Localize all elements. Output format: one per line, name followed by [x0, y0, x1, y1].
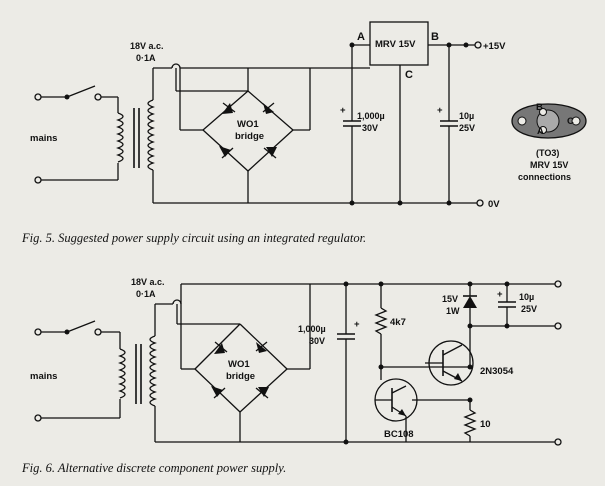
fig5-pkg-pin-a: A	[537, 126, 544, 137]
fig5-diagram: mains 18V a.c. 0·1A	[21, 21, 587, 245]
fig6-diode-4	[258, 387, 269, 397]
fig6-transistor2-label: BC108	[384, 429, 414, 440]
fig6-cap1-value: 1,000µ	[298, 324, 326, 334]
fig6-transistor1-label: 2N3054	[480, 366, 514, 377]
fig5-diode-3	[219, 146, 231, 157]
fig6-transformer: 18V a.c. 0·1A	[118, 277, 165, 442]
fig6-resistor1-label: 4k7	[390, 317, 406, 328]
fig5-cap1-plus: +	[340, 105, 346, 116]
fig6-diode-2	[256, 342, 267, 353]
fig6-cap2-value: 10µ	[519, 292, 534, 302]
fig5-switch-blade	[66, 85, 96, 98]
fig5-output-zero-label: 0V	[488, 199, 500, 210]
fig6-zener-voltage: 15V	[442, 294, 458, 304]
fig5-pin-c: C	[405, 69, 413, 81]
fig5-pin-b: B	[431, 31, 439, 43]
fig5-transformer-rating-volts: 18V a.c.	[130, 41, 164, 51]
fig6-mains-terminal-top	[34, 328, 42, 336]
fig6-resistor2-label: 10	[480, 419, 491, 430]
fig5-output-pos-terminal	[474, 41, 482, 49]
fig6-cap2-plus: +	[497, 289, 503, 300]
fig5-cap2-plus: +	[437, 105, 443, 116]
fig5-regulator-box	[369, 21, 429, 66]
fig6-transistor-2n3054: 2N3054	[425, 340, 514, 386]
fig6-cap2-voltage: 25V	[521, 304, 537, 314]
fig6-bridge-name: WO1	[228, 359, 250, 370]
fig5-pkg-label-3: connections	[518, 172, 571, 182]
fig5-output-zero-terminal	[476, 199, 484, 207]
fig5-diode-1	[222, 103, 233, 114]
fig6-diode-3	[211, 386, 223, 397]
fig5-diode-2	[263, 103, 274, 114]
fig5-capacitor-2: + 10µ 25V	[437, 42, 475, 206]
fig6-resistor-10: 10	[412, 397, 491, 442]
fig6-zener-power: 1W	[446, 306, 460, 316]
fig6-diagram: mains 18V a.c. 0·1A	[21, 277, 562, 475]
fig5-pkg-pin-c: C	[567, 116, 574, 127]
fig5-pkg-pin-b: B	[536, 102, 543, 113]
fig5-capacitor-1: + 1,000µ 30V	[340, 42, 385, 206]
fig5-mains-terminal-bottom	[34, 176, 42, 184]
fig6-zener-diode: 15V 1W	[442, 281, 477, 370]
fig5-mains-terminal-top	[34, 93, 42, 101]
fig6-mains-terminal-bottom	[34, 414, 42, 422]
fig5-transformer-rating-amps: 0·1A	[136, 53, 156, 63]
fig6-output-top-terminal	[554, 280, 562, 288]
fig6-cap1-voltage: 30V	[309, 336, 325, 346]
fig5-regulator-name: MRV 15V	[375, 39, 416, 50]
fig5-caption: Fig. 5. Suggested power supply circuit u…	[21, 231, 366, 245]
fig6-mains-label: mains	[30, 371, 57, 382]
fig5-bridge-rectifier: WO1 bridge	[202, 68, 311, 203]
fig6-bridge-sub: bridge	[226, 371, 255, 382]
fig6-capacitor-1: + 1,000µ 30V	[298, 281, 360, 445]
fig6-output-mid-terminal	[554, 322, 562, 330]
fig5-pkg-label-1: (TO3)	[536, 148, 559, 158]
fig6-transformer-rating-volts: 18V a.c.	[131, 277, 165, 287]
fig6-mains-switch: mains	[30, 320, 121, 422]
fig6-transistor-bc108: BC108	[374, 378, 418, 442]
fig6-output-zero-terminal	[554, 438, 562, 446]
fig6-diode-1	[214, 343, 225, 354]
fig6-capacitor-2: + 10µ 25V	[497, 281, 537, 329]
fig5-cap2-value: 10µ	[459, 111, 474, 121]
fig5-output-pos-label: +15V	[483, 41, 506, 52]
fig5-diode-4	[266, 147, 277, 157]
fig5-cap2-voltage: 25V	[459, 123, 475, 133]
fig6-cap1-plus: +	[354, 319, 360, 330]
fig5-cap1-value: 1,000µ	[357, 111, 385, 121]
fig5-bridge-sub: bridge	[235, 131, 264, 142]
fig5-mains-switch: mains	[30, 85, 119, 184]
fig5-transformer: 18V a.c. 0·1A	[116, 41, 164, 203]
fig5-cap1-voltage: 30V	[362, 123, 378, 133]
fig5-to3-package: B A C (TO3) MRV 15V connections	[511, 102, 587, 182]
fig6-resistor-4k7: 4k7	[374, 281, 470, 380]
fig5-pin-a: A	[357, 31, 365, 43]
fig5-bridge-name: WO1	[237, 119, 259, 130]
fig6-caption: Fig. 6. Alternative discrete component p…	[21, 461, 286, 475]
fig5-pkg-label-2: MRV 15V	[530, 160, 568, 170]
fig6-transformer-rating-amps: 0·1A	[136, 289, 156, 299]
fig6-bridge-rectifier: WO1 bridge	[194, 284, 311, 442]
fig5-mains-label: mains	[30, 133, 57, 144]
